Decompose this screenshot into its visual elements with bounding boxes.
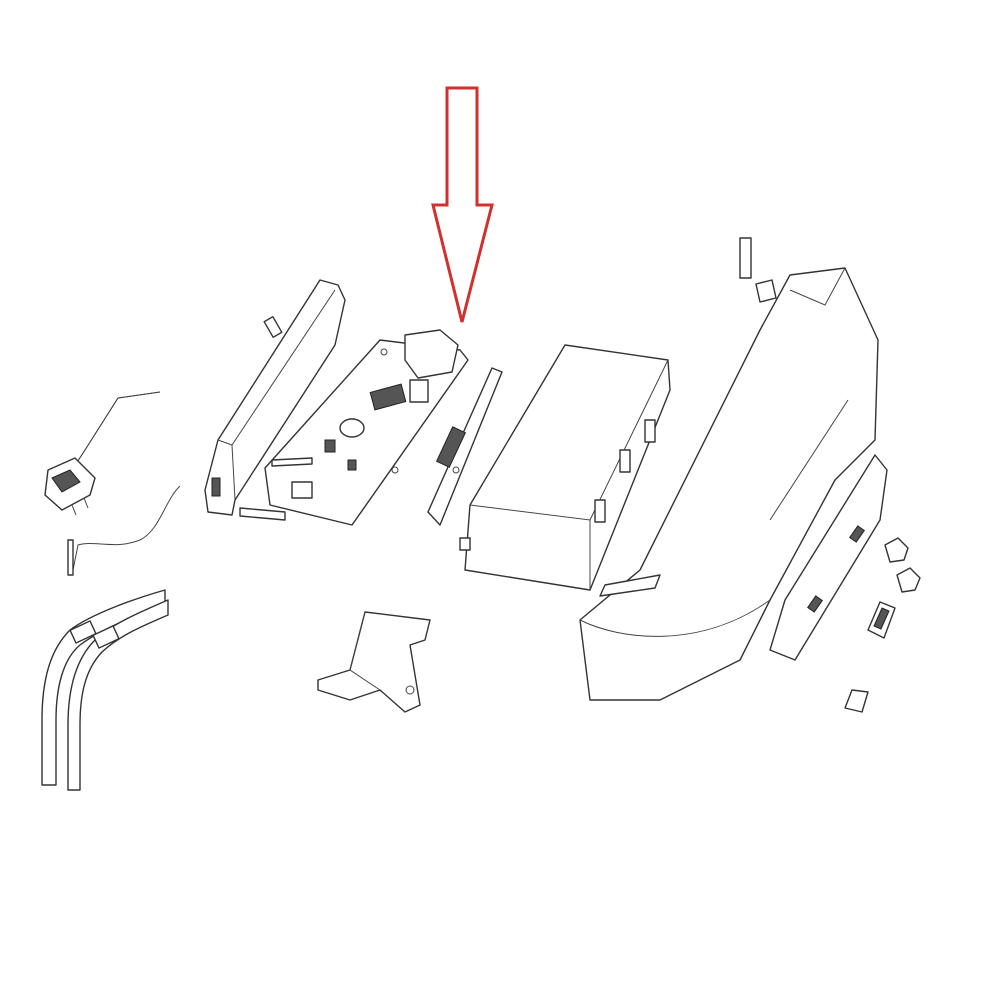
display-board [427,367,503,526]
main-cover [579,267,879,701]
sensor-wire [67,485,181,576]
power-cord-plug [44,391,161,516]
buttons [844,537,921,713]
water-hoses [41,589,169,791]
indicator-arrow [431,86,494,323]
front-panel [769,454,888,661]
electronics-housing [459,344,671,591]
support-posts [739,237,777,303]
mounting-bracket [317,611,431,713]
control-panel-bar [204,279,346,521]
circuit-board [264,329,469,526]
